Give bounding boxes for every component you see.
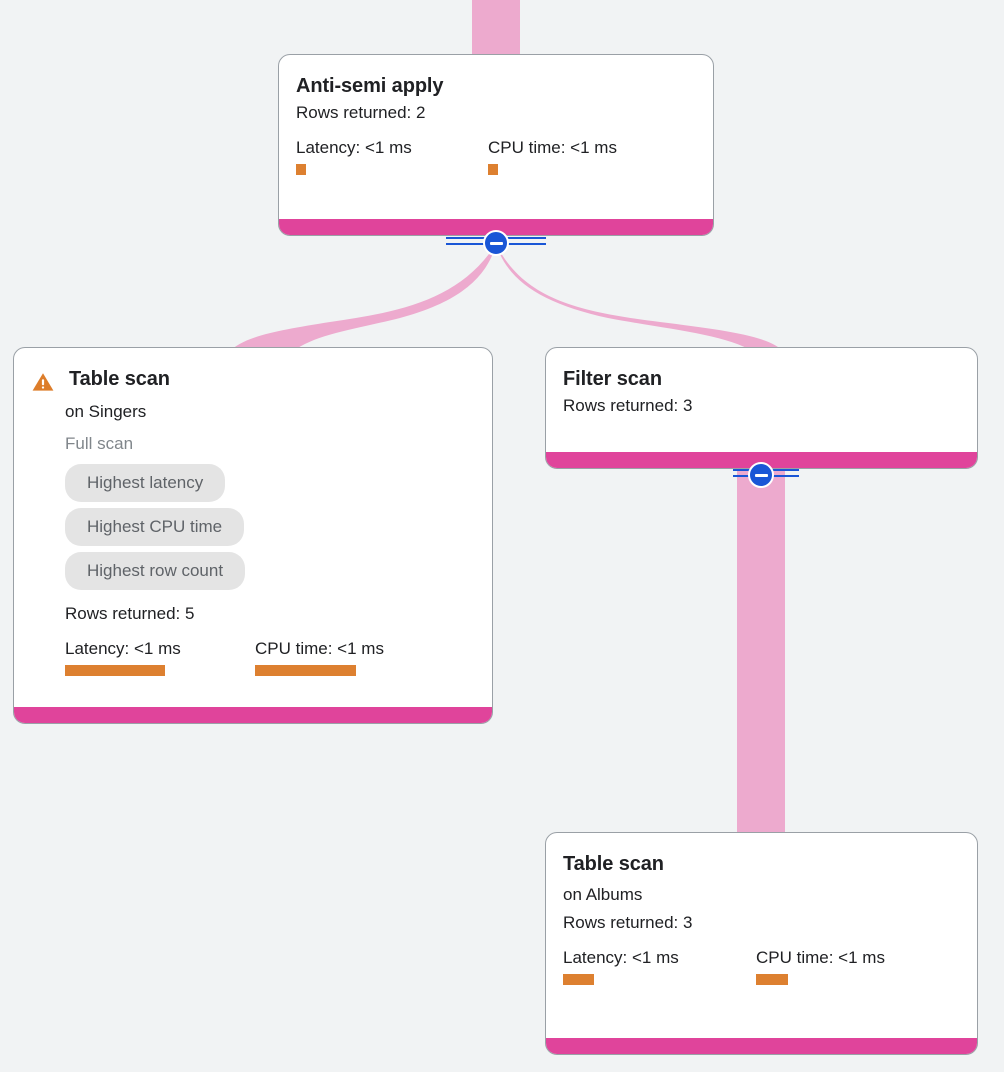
chip-highest-latency[interactable]: Highest latency: [65, 464, 226, 502]
edge-antisemi-to-tablescan-singers: [229, 244, 496, 352]
node-body: Table scan on Singers Full scan Highest …: [14, 348, 492, 707]
node-scan-type: Full scan: [65, 434, 134, 453]
chip-list: Highest latency Highest CPU time Highest…: [65, 464, 475, 596]
metric-cpu-bar: [255, 665, 356, 676]
collapse-toggle-anti-semi-apply[interactable]: [446, 229, 546, 257]
metrics-row: Latency: <1 ms CPU time: <1 ms: [65, 638, 475, 676]
metric-cpu: CPU time: <1 ms: [756, 947, 885, 985]
node-accent-footer: [546, 452, 977, 468]
metric-latency-bar: [563, 974, 594, 985]
edge-filterscan-to-tablescan-albums: [737, 470, 785, 840]
node-title: Table scan: [69, 368, 170, 390]
node-title: Table scan: [563, 853, 664, 875]
node-title-row: Filter scan: [563, 366, 960, 392]
node-title-row: Anti-semi apply: [296, 73, 696, 99]
metric-cpu-bar: [756, 974, 788, 985]
metric-cpu: CPU time: <1 ms: [488, 137, 617, 175]
node-accent-footer: [14, 707, 492, 723]
node-title-row: Table scan: [31, 366, 475, 394]
edge-incoming-top: [472, 0, 520, 56]
chip-highest-cpu-time[interactable]: Highest CPU time: [65, 508, 245, 546]
rows-returned: Rows returned: 2: [296, 103, 426, 122]
collapse-rails-icon: [733, 469, 799, 477]
rows-returned: Rows returned: 3: [563, 396, 693, 415]
node-table-scan-albums[interactable]: Table scan on Albums Rows returned: 3 La…: [545, 832, 978, 1055]
node-body: Filter scan Rows returned: 3: [546, 348, 977, 452]
node-anti-semi-apply[interactable]: Anti-semi apply Rows returned: 2 Latency…: [278, 54, 714, 236]
node-on-table: on Singers: [65, 402, 147, 421]
metric-cpu: CPU time: <1 ms: [255, 638, 384, 676]
collapse-toggle-filter-scan[interactable]: [711, 461, 811, 489]
metric-latency: Latency: <1 ms: [65, 638, 255, 676]
node-title: Filter scan: [563, 368, 662, 390]
node-body: Anti-semi apply Rows returned: 2 Latency…: [279, 55, 713, 219]
metric-latency-bar: [296, 164, 306, 175]
node-details: on Singers Full scan Highest latency Hig…: [65, 398, 475, 676]
node-accent-footer: [279, 219, 713, 235]
chip-highest-row-count[interactable]: Highest row count: [65, 552, 246, 590]
metric-cpu-bar: [488, 164, 498, 175]
metric-latency-label: Latency: <1 ms: [296, 138, 412, 157]
metric-latency-bar: [65, 665, 165, 676]
node-table-scan-singers[interactable]: Table scan on Singers Full scan Highest …: [13, 347, 493, 724]
metric-latency: Latency: <1 ms: [563, 947, 756, 985]
rows-returned: Rows returned: 5: [65, 604, 195, 623]
metrics-row: Latency: <1 ms CPU time: <1 ms: [296, 137, 696, 175]
metric-cpu-label: CPU time: <1 ms: [488, 138, 617, 157]
rows-returned: Rows returned: 3: [563, 913, 693, 932]
node-accent-footer: [546, 1038, 977, 1054]
minus-glyph: [489, 241, 503, 245]
node-title: Anti-semi apply: [296, 75, 444, 97]
edge-antisemi-to-filterscan: [496, 244, 784, 352]
minus-glyph: [754, 473, 768, 477]
metric-latency-label: Latency: <1 ms: [65, 639, 181, 658]
warning-triangle-icon: [32, 373, 54, 391]
collapse-minus-icon: [483, 230, 509, 256]
collapse-minus-icon: [748, 462, 774, 488]
node-filter-scan[interactable]: Filter scan Rows returned: 3: [545, 347, 978, 469]
metric-latency-label: Latency: <1 ms: [563, 948, 679, 967]
metrics-row: Latency: <1 ms CPU time: <1 ms: [563, 947, 960, 985]
collapse-rails-icon: [446, 237, 546, 245]
metric-latency: Latency: <1 ms: [296, 137, 488, 175]
node-body: Table scan on Albums Rows returned: 3 La…: [546, 833, 977, 1038]
metric-cpu-label: CPU time: <1 ms: [756, 948, 885, 967]
metric-cpu-label: CPU time: <1 ms: [255, 639, 384, 658]
node-title-row: Table scan: [563, 851, 960, 877]
node-on-table: on Albums: [563, 885, 643, 904]
